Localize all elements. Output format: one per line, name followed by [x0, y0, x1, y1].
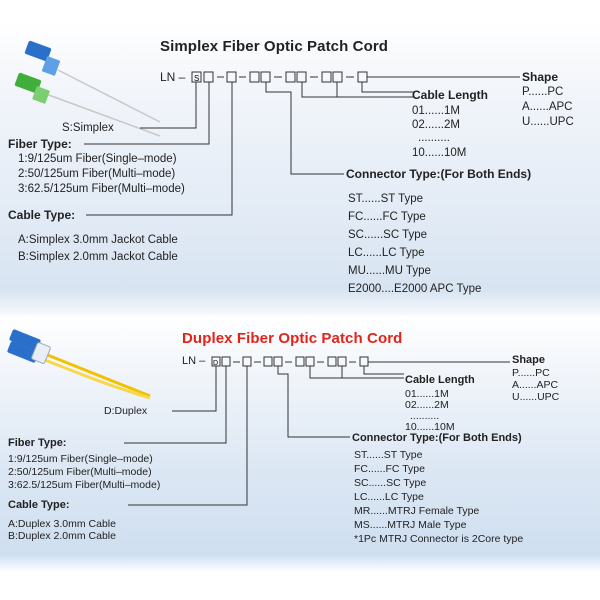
duplex-connector-type-item: ST......ST Type: [354, 449, 423, 461]
duplex-connector-type-item: LC......LC Type: [354, 491, 424, 503]
duplex-connector-type-item: SC......SC Type: [354, 477, 427, 489]
duplex-connector-type-item: FC......FC Type: [354, 463, 425, 475]
duplex-connector-type-heading: Connector Type:(For Both Ends): [352, 432, 522, 444]
duplex-cable-length-item: 01......1M: [405, 388, 449, 400]
simplex-cable-type-item: A:Simplex 3.0mm Jackot Cable: [18, 234, 178, 246]
duplex-connector-type-item: *1Pc MTRJ Connector is 2Core type: [354, 533, 524, 545]
duplex-connector-icon: [7, 329, 151, 400]
simplex-fiber-type-item: 3:62.5/125um Fiber(Multi–mode): [18, 183, 185, 195]
simplex-connector-type-item: FC......FC Type: [348, 211, 426, 223]
simplex-shape-heading: Shape: [522, 70, 559, 84]
duplex-shape-heading: Shape: [512, 354, 546, 366]
simplex-cable-length-heading: Cable Length: [412, 88, 489, 102]
svg-text:D: D: [213, 360, 218, 367]
simplex-shape-item: P......PC: [522, 86, 564, 98]
duplex-cable-length-item: 02......2M: [405, 399, 449, 411]
simplex-connector-icon: [14, 40, 161, 137]
simplex-title: Simplex Fiber Optic Patch Cord: [160, 38, 389, 55]
duplex-connector-type-item: MS......MTRJ Male Type: [354, 519, 467, 531]
duplex-shape-item: U......UPC: [512, 391, 560, 403]
simplex-cable-length-item: 02......2M: [412, 119, 460, 131]
duplex-fiber-type-item: 3:62.5/125um Fiber(Multi–mode): [8, 479, 161, 491]
simplex-shape-item: A......APC: [522, 101, 573, 113]
simplex-connector-type-item: LC......LC Type: [348, 247, 425, 259]
duplex-type-label: D:Duplex: [104, 405, 148, 417]
simplex-connector-type-item: ST......ST Type: [348, 193, 423, 205]
duplex-shape-item: P......PC: [512, 367, 550, 379]
simplex-code-prefix: LN –: [160, 70, 186, 84]
simplex-cable-length-item: 10......10M: [412, 147, 467, 159]
duplex-code-prefix: LN –: [182, 355, 206, 367]
simplex-connector-type-item: SC......SC Type: [348, 229, 428, 241]
simplex-type-label: S:Simplex: [62, 122, 114, 134]
simplex-shape-item: U......UPC: [522, 116, 574, 128]
duplex-cable-length-item: ..........: [410, 410, 440, 422]
simplex-cable-type-item: B:Simplex 2.0mm Jackot Cable: [18, 251, 178, 263]
duplex-connector-type-item: MR......MTRJ Female Type: [354, 505, 480, 517]
svg-text:S: S: [194, 74, 199, 83]
simplex-cable-length-item: 01......1M: [412, 105, 460, 117]
duplex-cable-type-heading: Cable Type:: [8, 499, 70, 511]
duplex-cable-length-item: 10......10M: [405, 421, 455, 433]
simplex-fiber-type-item: 1:9/125um Fiber(Single–mode): [18, 153, 177, 165]
duplex-fiber-type-item: 2:50/125um Fiber(Multi–mode): [8, 466, 152, 478]
duplex-cable-length-heading: Cable Length: [405, 374, 475, 386]
simplex-connector-type-heading: Connector Type:(For Both Ends): [346, 167, 532, 181]
duplex-fiber-type-heading: Fiber Type:: [8, 437, 67, 449]
duplex-title: Duplex Fiber Optic Patch Cord: [182, 330, 403, 347]
duplex-cable-type-item: A:Duplex 3.0mm Cable: [8, 518, 116, 530]
simplex-connector-type-item: MU......MU Type: [348, 265, 431, 277]
duplex-fiber-type-item: 1:9/125um Fiber(Single–mode): [8, 453, 153, 465]
simplex-connector-type-item: E2000....E2000 APC Type: [348, 283, 482, 295]
simplex-cable-length-item: ..........: [418, 132, 450, 144]
duplex-shape-item: A......APC: [512, 379, 559, 391]
simplex-cable-type-heading: Cable Type:: [8, 208, 76, 222]
simplex-code-lines: S: [84, 71, 520, 216]
duplex-cable-type-item: B:Duplex 2.0mm Cable: [8, 530, 116, 542]
simplex-fiber-type-heading: Fiber Type:: [8, 137, 72, 151]
simplex-fiber-type-item: 2:50/125um Fiber(Multi–mode): [18, 168, 176, 180]
